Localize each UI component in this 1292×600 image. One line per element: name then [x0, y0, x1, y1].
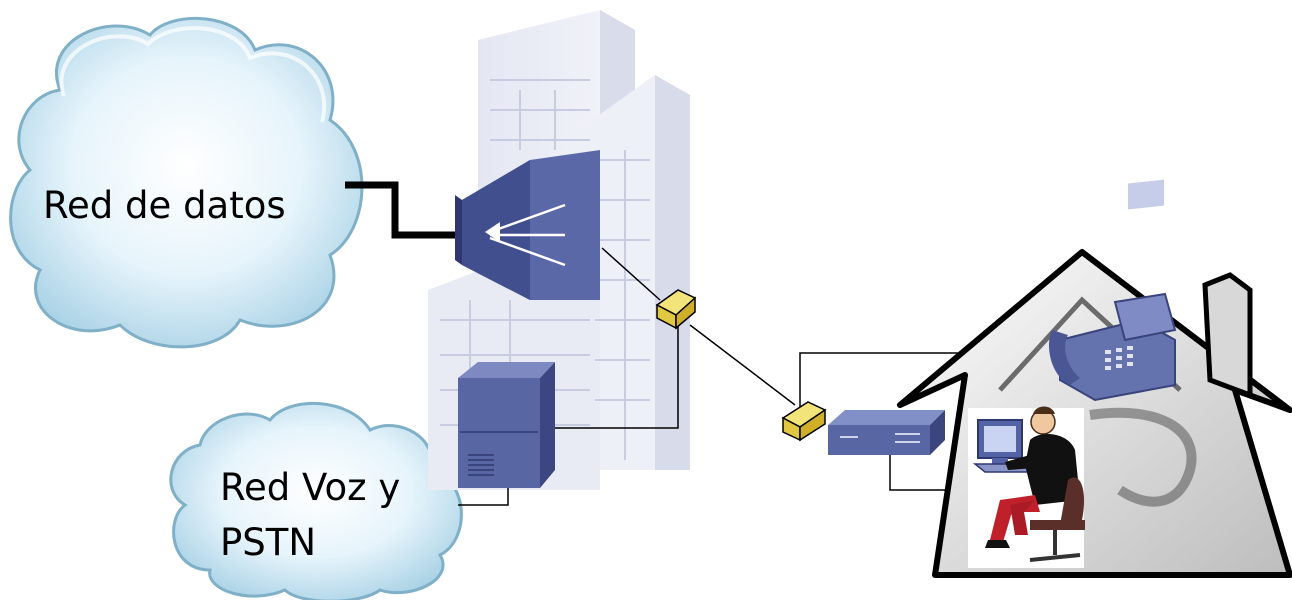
data-link [345, 181, 460, 239]
router-icon [455, 150, 600, 300]
chair-icon [1029, 477, 1085, 562]
cloud-label: Red de datos [43, 184, 286, 227]
modem-icon [781, 401, 827, 442]
server-icon [458, 362, 555, 488]
dsl-computer-link [889, 445, 970, 491]
house-icon [897, 249, 1292, 578]
connection-lines [345, 181, 1055, 506]
dsl-device-icon [828, 410, 945, 455]
modem-server-link [555, 315, 679, 429]
voice-pstn-cloud: Red Voz y PSTN [169, 401, 463, 600]
person-icon [985, 406, 1080, 548]
cloud-icon [9, 16, 364, 349]
computer-icon [972, 419, 1043, 473]
modem-icon [655, 289, 697, 330]
data-network-cloud: Red de datos [9, 16, 364, 349]
telephone-icon [1049, 179, 1177, 402]
modem-modem-link [689, 324, 796, 406]
pstn-server-link [458, 488, 509, 506]
router-modem-link [601, 247, 661, 301]
cloud-icon [169, 401, 463, 600]
cloud-label-line-1: Red Voz y [220, 466, 400, 509]
cloud-label-line-2: PSTN [220, 521, 316, 564]
